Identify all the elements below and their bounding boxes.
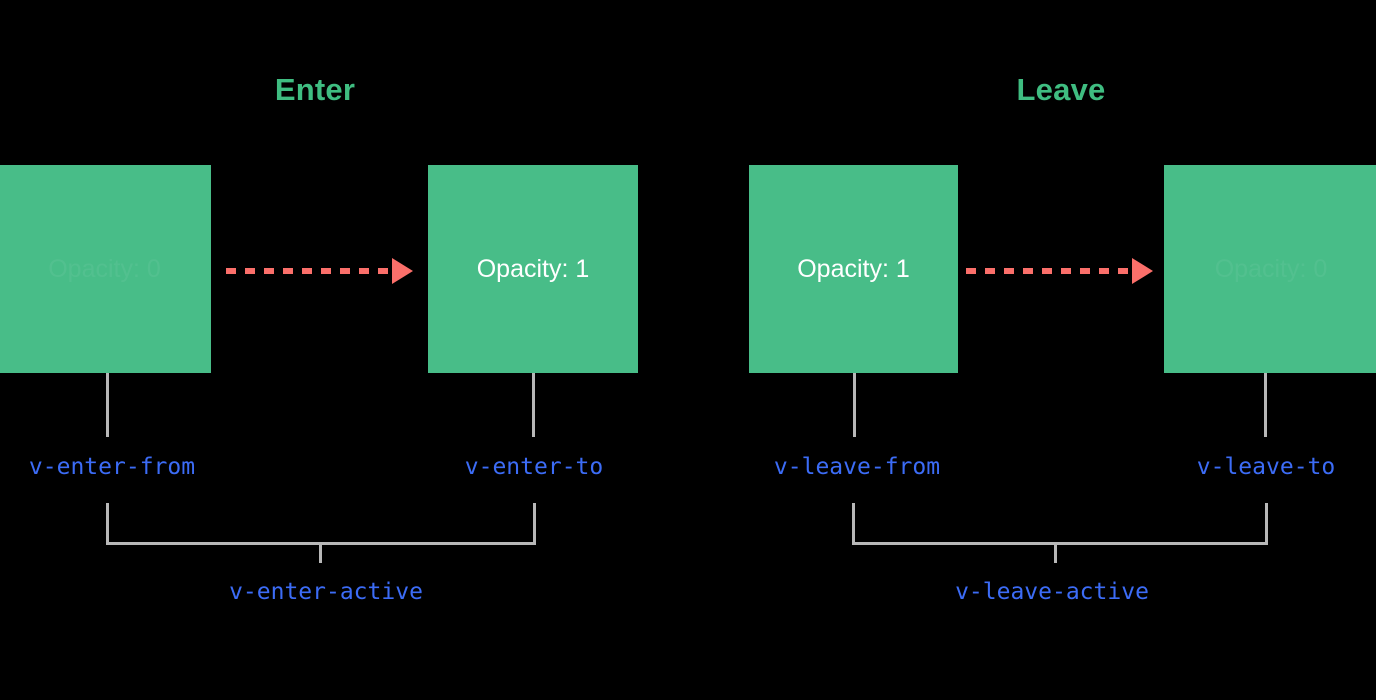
section-title-leave: Leave <box>1016 72 1106 107</box>
enter-active-bracket-stem <box>319 542 322 563</box>
leave-to-stem <box>1264 373 1267 437</box>
class-label-v-enter-active: v-enter-active <box>229 579 423 605</box>
class-label-v-leave-active: v-leave-active <box>955 579 1149 605</box>
enter-to-stem <box>532 373 535 437</box>
leave-from-box: Opacity: 1 <box>749 165 958 373</box>
arrow-dashed-line <box>226 268 393 274</box>
opacity-label: Opacity: 0 <box>48 254 161 283</box>
enter-from-stem <box>106 373 109 437</box>
arrow-head-icon <box>392 257 413 284</box>
leave-from-stem <box>853 373 856 437</box>
class-label-v-enter-from: v-enter-from <box>28 454 196 480</box>
leave-arrow <box>966 257 1153 284</box>
class-label-v-leave-from: v-leave-from <box>773 454 941 480</box>
enter-from-box: Opacity: 0 <box>0 165 211 373</box>
class-label-v-enter-to: v-enter-to <box>464 454 604 480</box>
leave-to-box: Opacity: 0 <box>1164 165 1376 373</box>
leave-active-bracket <box>852 503 1268 545</box>
enter-active-bracket <box>106 503 536 545</box>
enter-to-box: Opacity: 1 <box>428 165 638 373</box>
opacity-label: Opacity: 1 <box>476 254 590 283</box>
opacity-label: Opacity: 1 <box>797 254 910 283</box>
arrow-dashed-line <box>966 268 1133 274</box>
leave-active-bracket-stem <box>1054 542 1057 563</box>
class-label-v-leave-to: v-leave-to <box>1196 454 1336 480</box>
section-title-enter: Enter <box>274 72 356 107</box>
arrow-head-icon <box>1132 257 1153 284</box>
opacity-label: Opacity: 0 <box>1214 254 1328 283</box>
enter-arrow <box>226 257 413 284</box>
